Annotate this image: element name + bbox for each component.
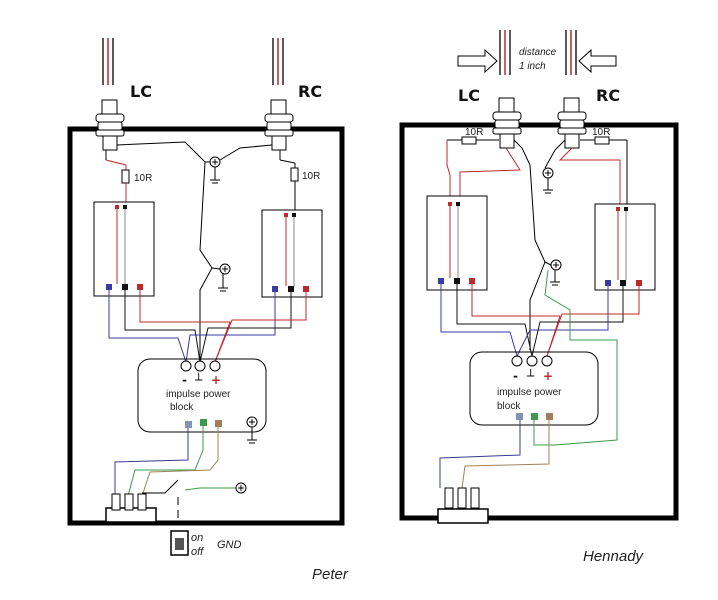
rc-antenna bbox=[264, 38, 294, 160]
power-connector-base bbox=[437, 508, 489, 524]
block-label-1: impulse power bbox=[166, 389, 231, 400]
minus-label: - bbox=[182, 373, 187, 387]
resistor-label: 10R bbox=[592, 127, 610, 138]
block-label-2: block bbox=[170, 402, 194, 413]
resistor bbox=[461, 136, 477, 145]
ground-label: ┴ bbox=[194, 372, 203, 387]
impulse-power-block bbox=[137, 358, 267, 433]
plus-label: + bbox=[543, 369, 553, 383]
coil-module-left bbox=[93, 201, 155, 297]
lc-antenna bbox=[95, 38, 125, 160]
ground-label: ┴ bbox=[526, 368, 535, 383]
distance-value: 1 inch bbox=[519, 61, 546, 72]
distance-arrows bbox=[457, 48, 617, 74]
enclosure-box bbox=[399, 122, 679, 521]
resistor bbox=[290, 167, 299, 182]
coil-module-right bbox=[594, 203, 656, 291]
resistor bbox=[594, 136, 610, 145]
rc-antenna bbox=[557, 30, 587, 149]
lc-label: LC bbox=[458, 86, 480, 105]
resistor bbox=[121, 169, 130, 184]
coil-module-right bbox=[261, 209, 323, 298]
minus-label: - bbox=[513, 369, 518, 383]
coil-module-left bbox=[426, 195, 488, 291]
resistor-label: 10R bbox=[302, 171, 320, 182]
block-label-2: block bbox=[497, 401, 521, 412]
enclosure-box bbox=[67, 126, 345, 526]
author-peter: Peter bbox=[312, 566, 349, 583]
peter-diagram: LC RC bbox=[67, 38, 349, 583]
rc-label: RC bbox=[596, 86, 620, 105]
gnd-label: GND bbox=[217, 539, 242, 551]
plus-label: + bbox=[211, 373, 221, 387]
block-label-1: impulse power bbox=[497, 387, 562, 398]
resistor-label: 10R bbox=[465, 127, 483, 138]
rc-label: RC bbox=[298, 82, 322, 101]
off-label: off bbox=[191, 546, 204, 558]
distance-label: distance bbox=[519, 47, 557, 58]
resistor-label: 10R bbox=[134, 173, 152, 184]
hennady-diagram: LC RC distance 1 inch bbox=[399, 30, 679, 565]
on-label: on bbox=[191, 532, 203, 544]
author-hennady: Hennady bbox=[583, 548, 645, 565]
lc-antenna bbox=[492, 30, 522, 149]
lc-label: LC bbox=[130, 82, 152, 101]
